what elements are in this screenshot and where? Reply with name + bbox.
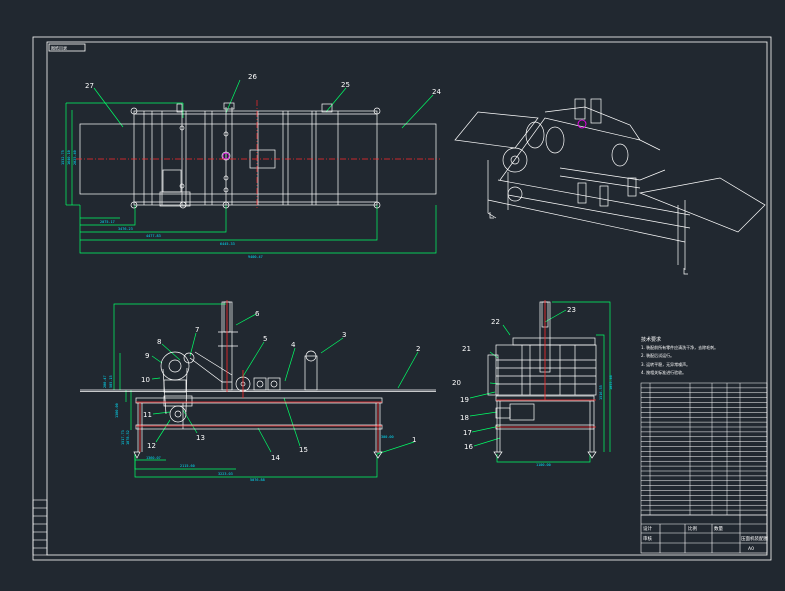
top-dim-2: 3476.23 — [118, 227, 133, 231]
left-margin-table — [32, 499, 48, 556]
side-view: 16 17 18 19 20 21 22 23 1100.00 1516.55 … — [452, 300, 613, 467]
top-callout-27: 27 — [85, 82, 94, 90]
front-callout-12: 12 — [147, 442, 156, 450]
side-callout-20: 20 — [452, 379, 461, 387]
top-dim-v1: 1532.75 — [61, 150, 65, 165]
top-dim-5: 9400.47 — [248, 255, 263, 259]
side-callout-19: 19 — [460, 396, 469, 404]
front-callout-15: 15 — [299, 446, 308, 454]
title-block — [640, 514, 768, 554]
front-callout-2: 2 — [416, 345, 420, 353]
front-dim-v4: 1517.73 — [121, 430, 125, 445]
front-dim-v1: 200.47 — [103, 375, 107, 388]
side-callout-18: 18 — [460, 414, 469, 422]
side-dim-v1: 1516.55 — [599, 385, 603, 400]
front-dim-h2: 2115.60 — [180, 464, 195, 468]
side-callout-23: 23 — [567, 306, 576, 314]
top-dim-3: 4477.83 — [146, 234, 161, 238]
front-callout-13: 13 — [196, 434, 205, 442]
top-dim-v3: 2025.40 — [73, 150, 77, 165]
front-dim-h4: 5076.88 — [250, 478, 265, 482]
front-callout-6: 6 — [255, 310, 260, 318]
title-block-designer: 设计 — [643, 525, 652, 532]
title-block-qty: 数量 — [714, 525, 723, 532]
front-callout-1: 1 — [412, 436, 416, 444]
front-callout-5: 5 — [263, 335, 267, 343]
side-dim-h1: 1100.00 — [536, 463, 551, 467]
tech-note-3: 3. 运转平稳，无异常噪声。 — [641, 361, 690, 367]
top-callout-26: 26 — [248, 73, 257, 81]
front-callout-3: 3 — [342, 331, 346, 339]
tech-notes-title: 技术要求 — [641, 336, 661, 343]
front-dim-h1: 1360.07 — [146, 456, 161, 460]
tech-notes: 技术要求 1. 装配前所有零件应清洗干净，去除毛刺。 2. 装配后试运行。 3.… — [641, 336, 718, 375]
title-block-scale: 比例 — [688, 525, 697, 532]
iso-accent-mark — [577, 119, 587, 129]
front-callout-10: 10 — [141, 376, 150, 384]
top-dim-v2: 1640.10 — [67, 150, 71, 165]
front-callout-8: 8 — [157, 338, 161, 346]
front-callout-4: 4 — [291, 341, 296, 349]
top-dim-4: 6445.33 — [220, 242, 235, 246]
front-callout-7: 7 — [195, 326, 199, 334]
side-callout-17: 17 — [463, 429, 472, 437]
front-dim-v2: 585.15 — [109, 375, 113, 388]
title-block-checker: 审核 — [643, 535, 652, 542]
top-callout-25: 25 — [341, 81, 350, 89]
front-dim-v3: 1300.00 — [115, 403, 119, 418]
side-callout-22: 22 — [491, 318, 500, 326]
front-dim-h3: 3223.03 — [218, 472, 233, 476]
tech-note-4: 4. 按相关标准进行验收。 — [641, 369, 686, 375]
side-dim-v2: 1855.46 — [609, 375, 613, 390]
sheet-corner-tag: 图纸目录 — [51, 45, 67, 51]
front-dim-v6: 300.00 — [381, 435, 394, 439]
front-view: 1 2 3 4 5 6 7 8 9 10 11 12 13 14 15 1360… — [80, 300, 436, 482]
front-dim-v5: 1878.52 — [126, 430, 130, 445]
top-dim-1: 2075.17 — [100, 220, 115, 224]
side-callout-21: 21 — [462, 345, 471, 353]
sheet-border — [32, 36, 772, 561]
side-callout-16: 16 — [464, 443, 473, 451]
front-callout-14: 14 — [271, 454, 280, 462]
front-callout-9: 9 — [145, 352, 149, 360]
tech-note-2: 2. 装配后试运行。 — [641, 352, 674, 358]
title-block-title: 压面机装配图 — [741, 535, 768, 542]
top-view: 27 26 25 24 2075.17 3476.23 4477.83 6445… — [61, 73, 441, 259]
parts-list — [640, 382, 768, 516]
isometric-view — [454, 98, 766, 275]
title-block-sheet-size: A0 — [748, 546, 754, 552]
top-callout-24: 24 — [432, 88, 441, 96]
tech-note-1: 1. 装配前所有零件应清洗干净，去除毛刺。 — [641, 344, 718, 350]
front-callout-11: 11 — [143, 411, 152, 419]
